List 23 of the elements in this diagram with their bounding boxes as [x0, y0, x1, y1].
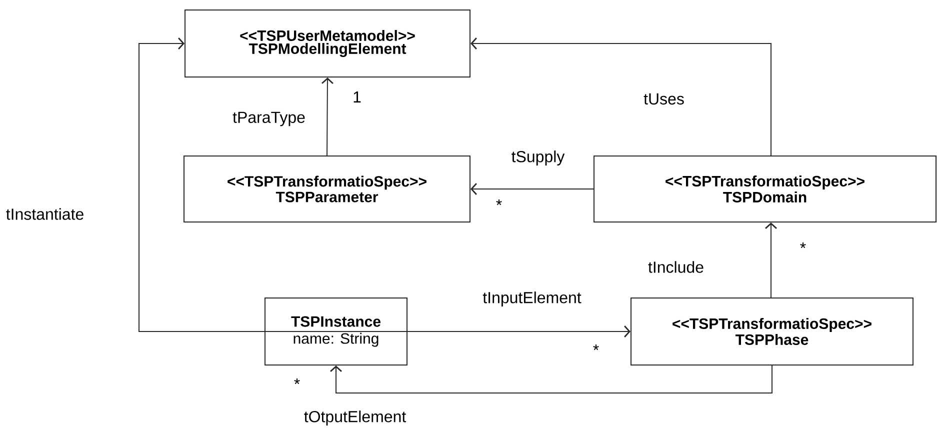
class-box: <<TSPUserMetamodel>> TSPModellingElement [184, 10, 470, 78]
edge-label: tOtputElement [302, 410, 408, 426]
arrow [322, 78, 334, 156]
multiplicity-label: * [496, 199, 502, 206]
multiplicity-label: 1 [354, 92, 361, 102]
multiplicity-label: * [800, 242, 806, 248]
multiplicity-label: * [593, 344, 599, 350]
arrow [330, 365, 772, 394]
class-box: <<TSPTransformatioSpec>> TSPPhase [630, 298, 914, 366]
class-box: TSPInstance name: String [264, 298, 408, 366]
arrow [765, 222, 777, 298]
edge-label: tParaType [232, 110, 306, 128]
arrow [407, 326, 630, 338]
edge-label: tUses [642, 92, 686, 106]
arrow [138, 38, 265, 332]
edge-label: tSupply [510, 150, 566, 166]
edge-label: tInstantiate [4, 207, 86, 221]
arrow [470, 38, 772, 156]
arrow [470, 183, 594, 195]
edge-label: tInclude [646, 260, 706, 274]
edge-label: tInputElement [482, 290, 582, 308]
class-box: <<TSPTransformatioSpec>> TSPDomain [594, 156, 936, 222]
class-box: <<TSPTransformatioSpec>> TSPParameter [184, 156, 470, 222]
